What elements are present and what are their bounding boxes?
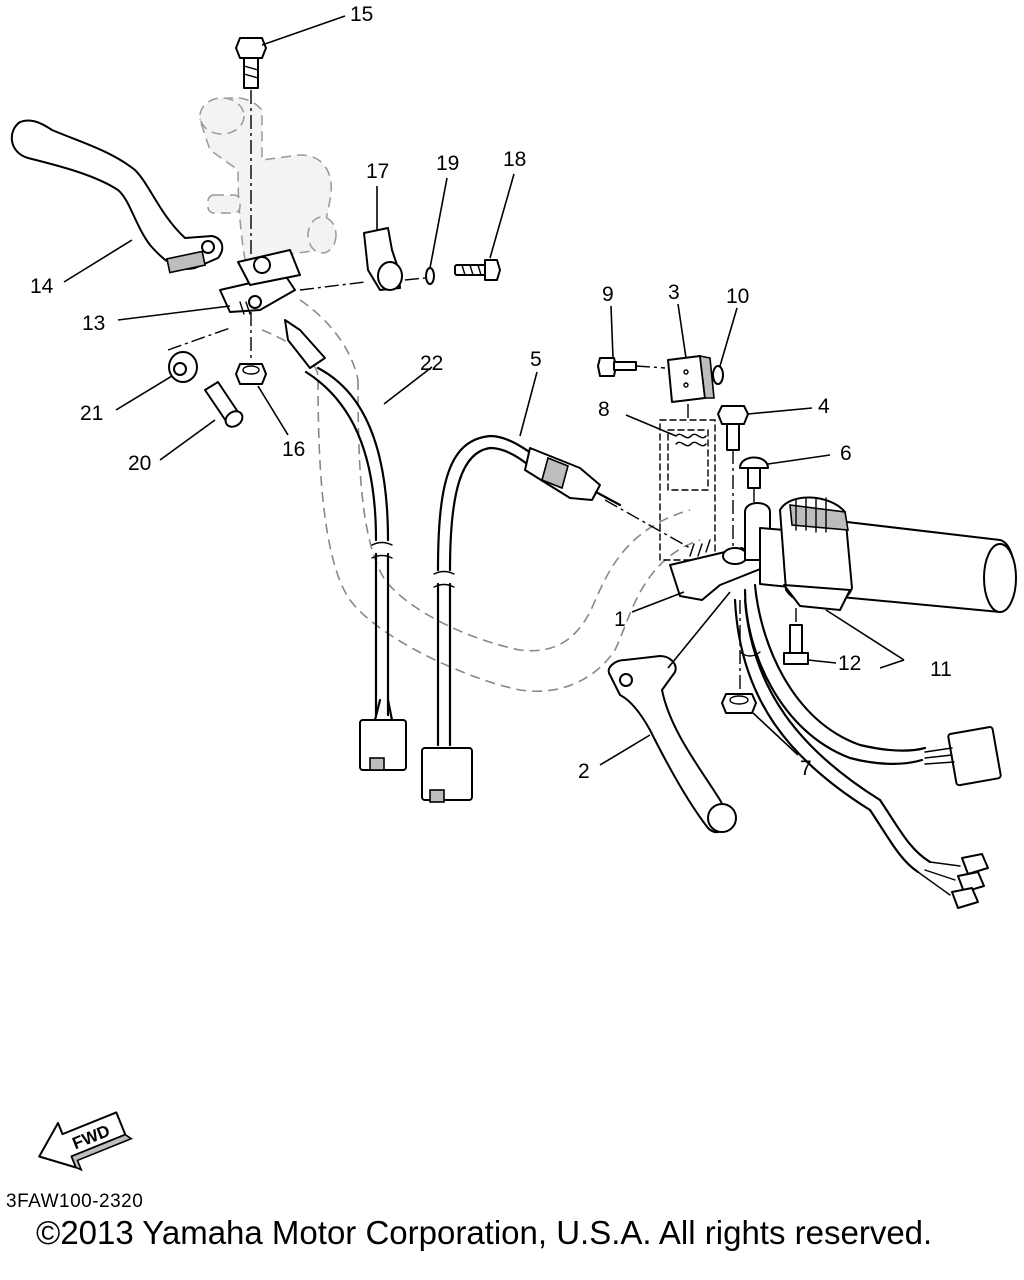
part-1-bracket — [669, 539, 769, 601]
callout-21: 21 — [80, 402, 103, 425]
part-7-nut — [721, 600, 757, 714]
part-18-bolt — [454, 259, 501, 281]
callout-14: 14 — [30, 275, 54, 298]
callout-4: 4 — [818, 395, 830, 418]
part-22-cable — [284, 319, 407, 771]
leader-lines — [63, 15, 905, 766]
master-cylinder-outline — [199, 96, 337, 261]
callout-17: 17 — [366, 160, 389, 183]
part-16-nut — [235, 312, 267, 385]
part-17-clip — [299, 227, 403, 291]
part-8-spring — [659, 404, 716, 561]
callout-10: 10 — [726, 285, 749, 308]
part-4-bolt — [717, 405, 749, 548]
callout-13: 13 — [82, 312, 105, 335]
callout-15: 15 — [350, 3, 373, 26]
part-20-bolt — [204, 381, 244, 428]
part-15-bolt — [235, 37, 267, 265]
callout-16: 16 — [282, 438, 305, 461]
callout-22: 22 — [420, 352, 443, 375]
switch-harness — [733, 583, 1002, 909]
part-2-lever — [607, 655, 737, 834]
part-14-lever — [10, 119, 224, 274]
copyright-notice: ©2013 Yamaha Motor Corporation, U.S.A. A… — [36, 1214, 933, 1251]
part-12-screw — [783, 608, 809, 665]
part-5-cable — [421, 434, 691, 803]
callout-19: 19 — [436, 152, 459, 175]
callout-2: 2 — [578, 760, 590, 783]
part-11-switch-grip — [744, 496, 1017, 613]
callout-20: 20 — [128, 452, 151, 475]
callout-5: 5 — [530, 348, 542, 371]
callout-12: 12 — [838, 652, 861, 675]
part-13-bracket — [219, 249, 301, 315]
callout-6: 6 — [840, 442, 852, 465]
diagram-code: 3FAW100-2320 — [6, 1191, 144, 1212]
callout-7: 7 — [800, 757, 812, 780]
callout-3: 3 — [668, 281, 680, 304]
callout-18: 18 — [503, 148, 526, 171]
fwd-arrow-icon: FWD — [38, 1111, 133, 1172]
part-9-bolt — [597, 357, 666, 377]
part-19-washer — [404, 267, 435, 285]
part-21-nut — [167, 327, 231, 383]
callout-labels: 15 17 19 18 14 13 21 20 16 22 5 9 3 10 8… — [30, 3, 952, 783]
handlebar-outline — [261, 299, 701, 692]
part-10-washer — [712, 365, 724, 385]
part-6-screw — [739, 456, 769, 510]
callout-8: 8 — [598, 398, 610, 421]
callout-9: 9 — [602, 283, 614, 306]
callout-1: 1 — [614, 608, 626, 631]
part-3-block — [667, 354, 715, 403]
callout-11: 11 — [930, 658, 952, 681]
